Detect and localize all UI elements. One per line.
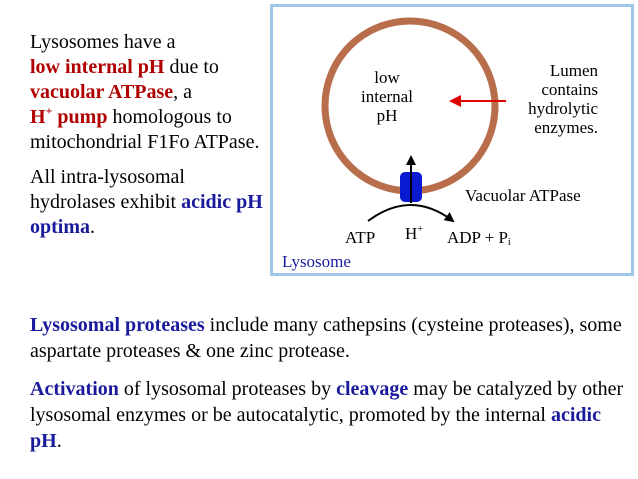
lysosome-diagram: low internal pH Lumen contains hydrolyti…	[270, 4, 634, 276]
text: .	[56, 430, 62, 452]
text: include many cathepsins (cysteine protea…	[30, 314, 622, 362]
proton-h: H	[405, 224, 418, 243]
highlight-cleavage: cleavage	[336, 378, 409, 400]
inner-label-line: low	[374, 68, 400, 87]
atp-hydrolysis-arrow	[367, 204, 455, 223]
inner-label-line: internal	[361, 87, 413, 106]
text: homologous to mitochondrial F1Fo ATPase.	[30, 106, 260, 153]
h-charge: +	[45, 103, 53, 118]
lumen-label-line: enzymes.	[534, 118, 598, 137]
lysosome-drawing	[321, 17, 506, 223]
highlight-acidic-ph: acidic pH	[30, 404, 601, 452]
highlight-activation: Activation	[30, 378, 119, 400]
lumen-label-line: Lumen	[549, 61, 598, 80]
text: may be catalyzed by other lysosomal enzy…	[30, 378, 624, 426]
text: Lysosomes have a	[30, 31, 176, 53]
pump-text: pump	[52, 106, 108, 128]
intro-text-block: Lysosomes have a low internal pH due to va…	[30, 30, 270, 240]
inner-ph-label: low internal pH	[346, 68, 428, 125]
paragraph-acidic-optima: All intra-lysosomal hydrolases exhibit a…	[30, 165, 270, 240]
protease-text-block: Lysosomal proteases include many catheps…	[30, 312, 630, 454]
text: of lysosomal proteases by	[118, 378, 337, 400]
paragraph-lysosomal-proteases: Lysosomal proteases include many catheps…	[30, 312, 630, 364]
lumen-label-line: hydrolytic	[528, 99, 598, 118]
vacuolar-atpase-label: Vacuolar ATPase	[465, 186, 581, 205]
paragraph-low-ph: Lysosomes have a low internal pH due to va…	[30, 30, 270, 155]
proton-charge: +	[417, 223, 424, 235]
atp-label: ATP	[345, 228, 376, 247]
lumen-label: Lumen contains hydrolytic enzymes.	[506, 61, 598, 137]
text: , a	[173, 81, 193, 103]
pi-subscript: i	[507, 237, 511, 249]
highlight-h-pump: H+ pump	[30, 103, 108, 128]
adp-text: ADP + P	[447, 228, 508, 247]
h-text: H	[30, 106, 46, 128]
lysosome-label: Lysosome	[282, 252, 351, 271]
inner-label-line: pH	[376, 106, 398, 125]
highlight-acidic-ph-optima: acidic pH optima	[30, 191, 263, 238]
paragraph-activation: Activation of lysosomal proteases by cle…	[30, 376, 630, 454]
lumen-label-line: contains	[541, 80, 598, 99]
highlight-lysosomal-proteases: Lysosomal proteases	[30, 314, 205, 336]
highlight-vacuolar-atpase: vacuolar ATPase	[30, 81, 174, 103]
text: .	[90, 216, 95, 238]
adp-label: ADP + Pi	[447, 228, 511, 249]
text: All intra-lysosomal hydrolases exhibit	[30, 166, 185, 213]
text: due to	[164, 56, 219, 78]
highlight-low-internal-ph: low internal pH	[30, 56, 165, 78]
proton-label: H+	[405, 224, 423, 243]
